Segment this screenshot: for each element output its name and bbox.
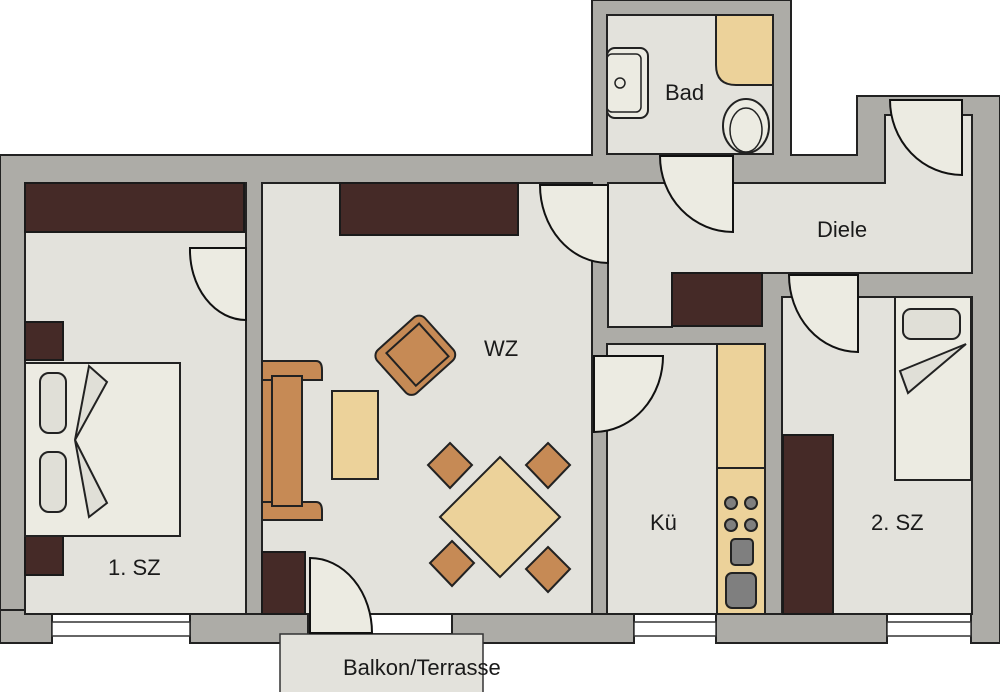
door-sz1[interactable] [188,247,247,322]
sink-small [730,538,754,566]
window [51,621,191,637]
room-label-bad: Bad [665,80,704,105]
window [633,621,717,637]
door-wz-diele[interactable] [538,184,609,265]
blanket-fold [898,343,967,395]
room-label-balkon: Balkon/Terrasse [343,655,501,680]
door-entrance[interactable] [888,99,963,177]
dining-table [438,455,562,579]
cabinet [261,551,306,615]
room-label-diele: Diele [817,217,867,242]
chair [428,539,476,588]
pillow [902,308,961,340]
room-diele [607,114,973,328]
nightstand [24,535,64,576]
sink-large [725,572,757,609]
sink [606,47,649,119]
door-kueche[interactable] [593,355,665,434]
wall-pier [715,613,888,644]
nightstand [24,321,64,361]
drain [614,77,626,89]
shower [715,14,774,86]
balcony [279,633,484,692]
room-label-wz: WZ [484,336,518,361]
wardrobe [24,182,245,233]
door-sz2[interactable] [787,274,859,354]
door-bad[interactable] [658,155,734,234]
burner [744,518,758,532]
pillow [39,372,67,434]
pillow [39,451,67,513]
sink-basin [606,53,642,113]
coffee-table [331,390,379,480]
sofa [261,360,323,521]
room-label-kueche: Kü [650,510,677,535]
wardrobe [782,434,834,615]
burner [744,496,758,510]
room-label-sz1: 1. SZ [108,555,161,580]
kitchen-counter [716,343,766,615]
burner [724,496,738,510]
window [886,621,972,637]
room-wz [261,182,593,615]
door-balkon[interactable] [309,556,374,634]
blanket-fold [74,364,109,441]
burner [724,518,738,532]
chair [426,441,474,490]
chair [524,441,572,490]
toilet-seat [729,107,763,153]
chair [524,545,572,594]
armchair [374,314,457,396]
wardrobe [339,182,519,236]
blanket-fold [74,439,109,519]
room-label-sz2: 2. SZ [871,510,924,535]
wardrobe [671,272,763,327]
toilet [722,98,770,154]
